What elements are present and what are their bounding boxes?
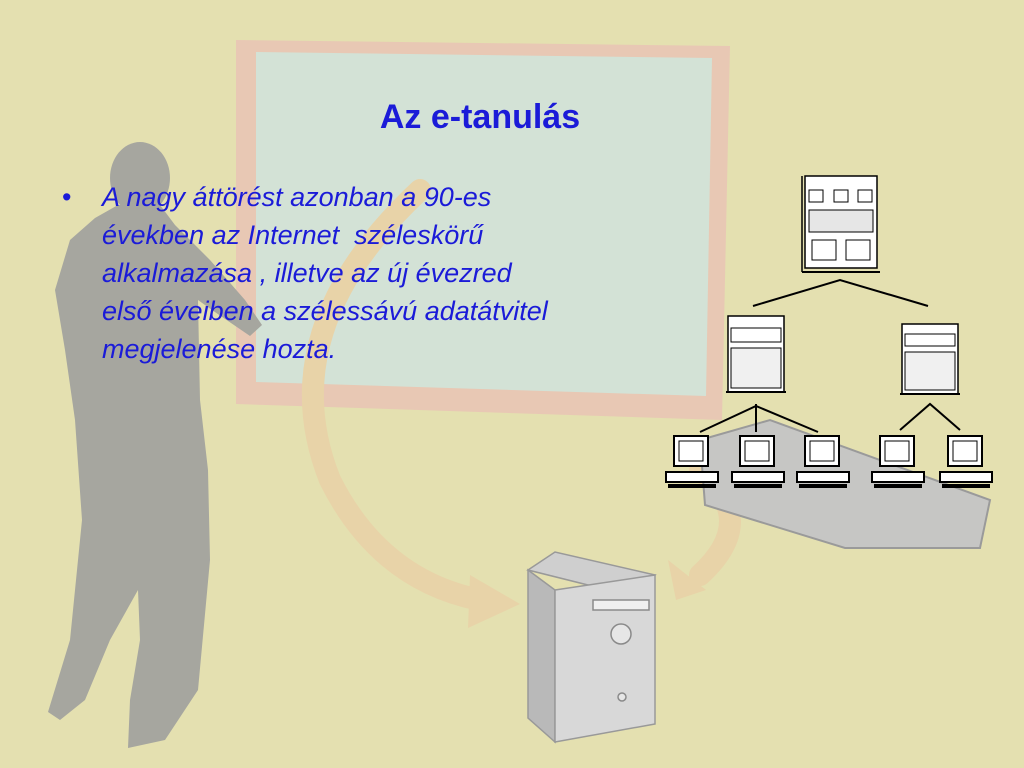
network-links-bottom bbox=[699, 402, 961, 433]
presenter-silhouette bbox=[48, 142, 262, 748]
presentation-board bbox=[236, 40, 730, 420]
arrow-head-right bbox=[668, 560, 706, 600]
network-server-icon bbox=[726, 315, 786, 393]
bullet-line-4: első éveiben a szélessávú adatátvitel bbox=[102, 296, 548, 326]
desktop-computer-icon bbox=[871, 435, 925, 488]
bullet-list: • A nagy áttörést azonban a 90-es évekbe… bbox=[58, 178, 698, 368]
desktop-computer-icon bbox=[796, 435, 850, 488]
arrow-head-left bbox=[468, 575, 520, 628]
bullet-item: • A nagy áttörést azonban a 90-es évekbe… bbox=[58, 178, 698, 368]
desktop-computer-icon bbox=[665, 435, 719, 488]
bullet-line-2: években az Internet széleskörű bbox=[102, 220, 484, 250]
bullet-line-3: alkalmazása , illetve az új évezred bbox=[102, 258, 512, 288]
network-server-icon bbox=[801, 175, 880, 273]
bullet-line-5: megjelenése hozta. bbox=[102, 334, 337, 364]
desktop-computer-icon bbox=[731, 435, 785, 488]
network-server-icon bbox=[900, 323, 960, 395]
tower-computer-icon bbox=[526, 551, 657, 744]
bullet-marker: • bbox=[62, 182, 72, 212]
desktop-computer-icon bbox=[939, 435, 993, 488]
network-links-top bbox=[752, 278, 929, 307]
bullet-line-1: A nagy áttörést azonban a 90-es bbox=[102, 182, 492, 212]
slide-title: Az e-tanulás bbox=[379, 98, 581, 136]
